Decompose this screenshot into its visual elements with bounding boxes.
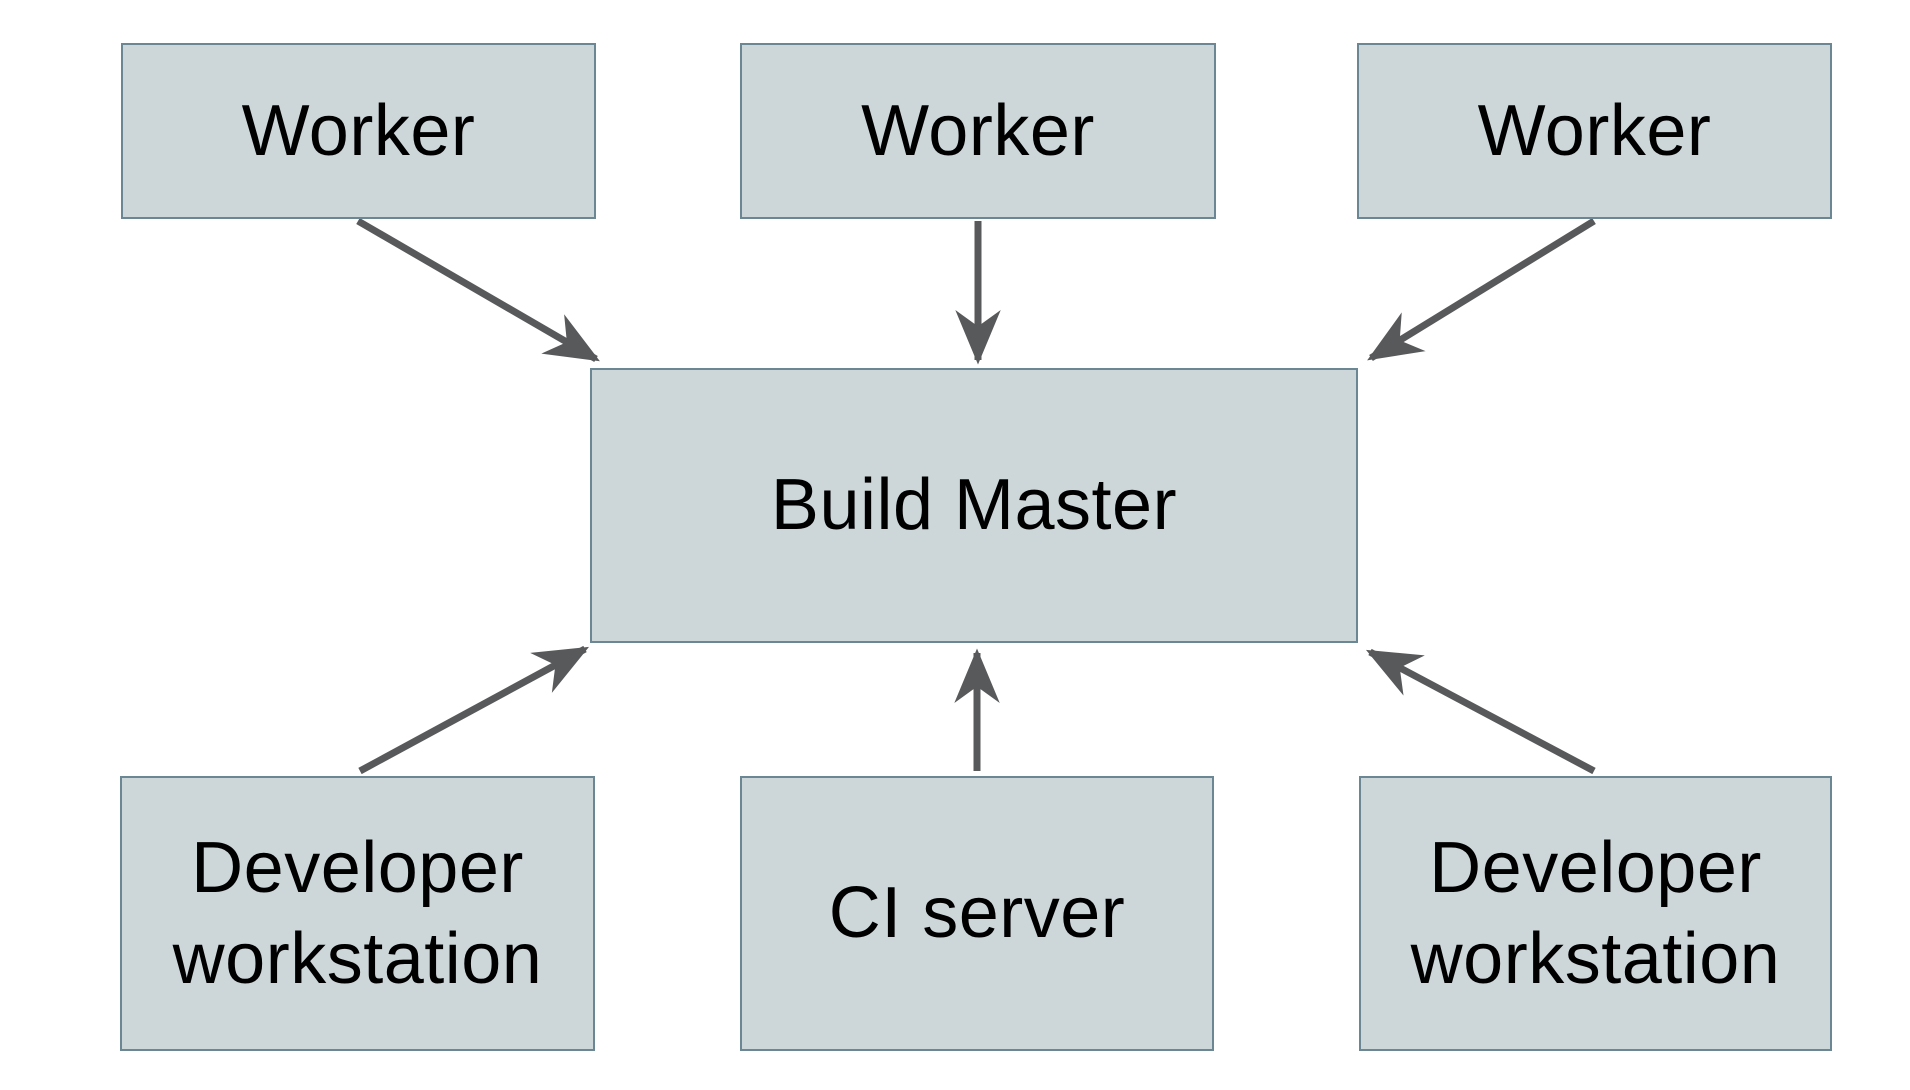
node-worker-left: Worker bbox=[121, 43, 596, 219]
arrow-dev-workstation-right-to-build-master bbox=[1365, 648, 1596, 775]
node-worker-left-label: Worker bbox=[241, 90, 476, 171]
node-ci-server-label: CI server bbox=[828, 873, 1126, 954]
node-build-master-label: Build Master bbox=[770, 465, 1178, 546]
node-build-master: Build Master bbox=[590, 368, 1358, 643]
node-worker-right-label: Worker bbox=[1477, 90, 1712, 171]
arrow-dev-workstation-left-to-build-master bbox=[358, 645, 589, 775]
node-worker-middle: Worker bbox=[740, 43, 1216, 219]
node-dev-workstation-left: Developer workstation bbox=[120, 776, 595, 1051]
arrow-worker-right-to-build-master bbox=[1367, 218, 1596, 361]
node-dev-workstation-right: Developer workstation bbox=[1359, 776, 1832, 1051]
arrow-worker-left-to-build-master bbox=[356, 217, 600, 363]
node-ci-server: CI server bbox=[740, 776, 1214, 1051]
node-worker-right: Worker bbox=[1357, 43, 1832, 219]
node-dev-workstation-left-label: Developer workstation bbox=[172, 827, 543, 999]
node-worker-middle-label: Worker bbox=[861, 90, 1095, 171]
node-dev-workstation-right-label: Developer workstation bbox=[1410, 827, 1781, 999]
